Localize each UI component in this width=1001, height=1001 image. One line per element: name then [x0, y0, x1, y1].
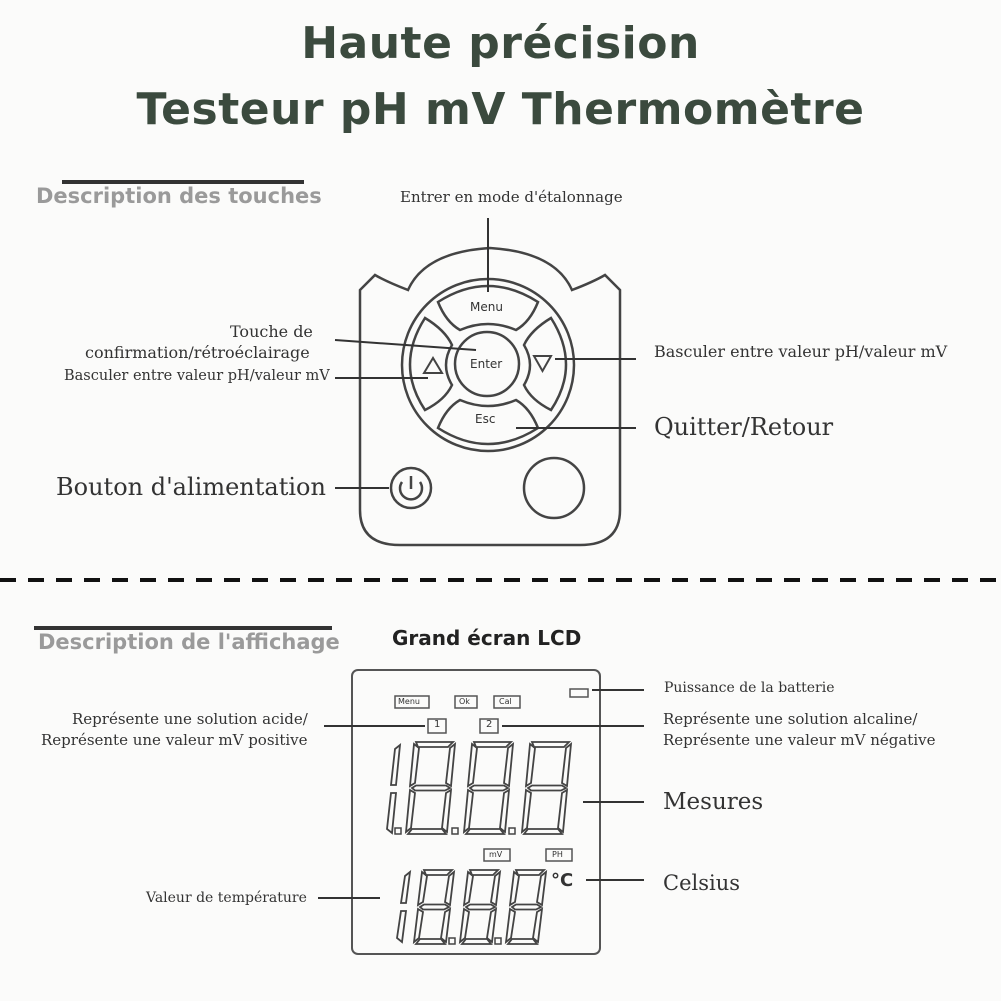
main-digit-1-seg-c [386, 792, 397, 835]
main-digit-2-seg-b [445, 741, 457, 788]
main-digit-2-seg-e [404, 788, 416, 835]
main-dot-3 [508, 827, 516, 835]
temp-digit-3-seg-e [458, 907, 470, 945]
lcd-title: Grand écran LCD [392, 626, 582, 650]
temperature-label: Valeur de température [146, 890, 307, 906]
exit-label: Quitter/Retour [654, 413, 834, 441]
power-label: Bouton d'alimentation [56, 473, 326, 501]
confirm-label-line2: confirmation/rétroéclairage [85, 343, 310, 362]
lcd-tag-ok: Ok [459, 697, 470, 706]
keys-section-title: Description des touches [36, 184, 322, 208]
lcd-tag-mv: mV [489, 850, 503, 859]
temp-digit-2-seg-a [422, 869, 455, 876]
temp-digit-4-seg-e [504, 907, 516, 945]
lcd-tag-cal: Cal [499, 697, 512, 706]
lcd-indicator-1: 1 [434, 719, 441, 730]
main-digit-1-seg-b [389, 742, 402, 786]
battery-icon [569, 688, 589, 698]
measures-label: Mesures [663, 789, 764, 815]
temp-digit-2-seg-d [414, 938, 447, 945]
main-digit-2-seg-d [406, 828, 448, 835]
temp-digit-4-seg-g [510, 903, 543, 911]
temp-digit-2-seg-g [418, 903, 451, 911]
main-digit-3-seg-b [503, 741, 515, 788]
temp-digit-4-seg-d [506, 938, 539, 945]
temp-digit-3-seg-b [490, 869, 502, 907]
esc-pad [436, 398, 540, 446]
device-body [358, 246, 622, 547]
up-pad [408, 316, 454, 412]
main-digit-3-seg-c [499, 788, 511, 834]
toggle-label-right: Basculer entre valeur pH/valeur mV [654, 342, 948, 361]
main-digit-4-seg-g [526, 784, 568, 792]
up-arrow-icon [422, 356, 444, 374]
section-rule-display [34, 626, 332, 630]
toggle-label-left: Basculer entre valeur pH/valeur mV [64, 368, 330, 384]
main-digit-4-seg-b [561, 741, 573, 788]
title-line-1: Haute précision [301, 18, 700, 69]
temp-digit-3-seg-g [464, 903, 497, 911]
lcd-frame [351, 669, 601, 955]
main-digit-3-seg-g [468, 784, 510, 792]
confirm-label-line1: Touche de [230, 322, 313, 341]
down-arrow-icon [532, 355, 553, 374]
down-pad [522, 316, 568, 412]
enter-button[interactable]: Enter [470, 357, 503, 371]
main-digit-2-seg-g [410, 784, 452, 792]
acid-label-line1: Représente une solution acide/ [72, 710, 308, 728]
display-section-title: Description de l'affichage [38, 630, 340, 654]
main-digit-4-seg-f [524, 742, 536, 788]
lcd-unit-celsius: °C [551, 870, 574, 891]
temp-digit-2-seg-f [416, 870, 428, 907]
temp-digit-3-seg-f [462, 870, 474, 907]
enter-button-shape [453, 330, 521, 398]
temp-digit-4-seg-a [514, 869, 547, 876]
main-digit-4-seg-e [520, 788, 532, 835]
main-digit-4-seg-d [522, 828, 564, 835]
menu-button[interactable]: Menu [470, 300, 503, 314]
temp-digit-3-seg-d [460, 938, 493, 945]
temp-digit-2-seg-c [440, 907, 452, 944]
esc-button[interactable]: Esc [475, 412, 496, 426]
temp-digit-4-seg-c [532, 907, 544, 944]
main-digit-3-seg-f [466, 742, 478, 788]
temp-digit-2-seg-b [444, 869, 456, 907]
menu-pad [436, 284, 540, 332]
temp-digit-1-seg-c [396, 910, 408, 944]
main-digit-3-seg-a [472, 741, 514, 748]
round-button-shape [522, 456, 586, 520]
temp-dot-2 [494, 937, 502, 945]
temp-digit-2-seg-e [412, 907, 424, 945]
temp-digit-3-seg-c [486, 907, 498, 944]
lcd-tag-menu: Menu [398, 697, 420, 706]
main-digit-4-seg-a [530, 741, 572, 748]
temp-digit-3-seg-a [468, 869, 501, 876]
temp-digit-1-seg-b [399, 869, 412, 904]
title-line-2: Testeur pH mV Thermomètre [136, 84, 865, 135]
temp-digit-4-seg-b [536, 869, 548, 907]
calibration-label: Entrer en mode d'étalonnage [400, 188, 623, 206]
power-button-shape [389, 466, 433, 510]
lcd-indicator-2: 2 [486, 719, 493, 730]
main-digit-4-seg-c [557, 788, 569, 834]
section-rule-keys [62, 180, 304, 184]
battery-label: Puissance de la batterie [664, 680, 835, 696]
lcd-tag-ph: PH [552, 850, 563, 859]
acid-label-line2: Représente une valeur mV positive [41, 731, 308, 749]
main-digit-2-seg-a [414, 741, 456, 748]
main-digit-2-seg-c [441, 788, 453, 834]
alkaline-label-line2: Représente une valeur mV négative [663, 731, 936, 749]
temp-dot-1 [448, 937, 456, 945]
main-digit-3-seg-d [464, 828, 506, 835]
main-dot-2 [451, 827, 459, 835]
main-dot-1 [394, 827, 402, 835]
main-digit-3-seg-e [462, 788, 474, 835]
temp-digit-4-seg-f [508, 870, 520, 907]
alkaline-label-line1: Représente une solution alcaline/ [663, 710, 918, 728]
celsius-label: Celsius [663, 871, 741, 895]
main-digit-2-seg-f [408, 742, 420, 788]
